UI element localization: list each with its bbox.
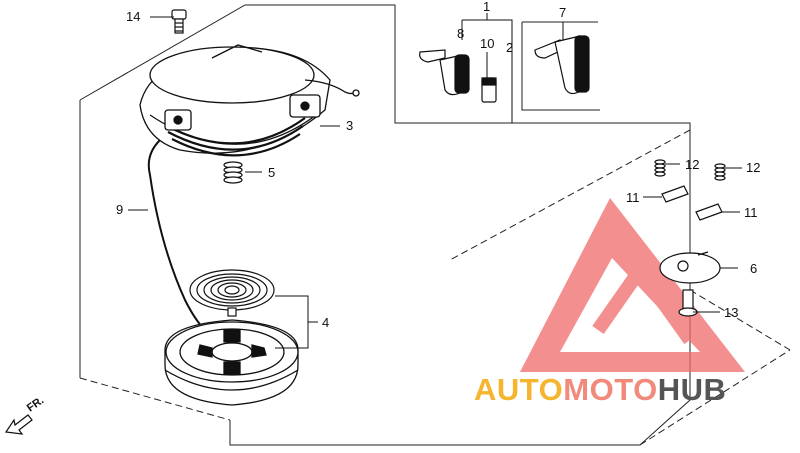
frame-outlines (79, 4, 791, 446)
ratchet-spring-left (654, 159, 666, 177)
outer-frame (79, 4, 691, 446)
callout-4: 4 (322, 315, 329, 330)
callout-3: 3 (346, 118, 353, 133)
starter-case (139, 44, 360, 157)
front-label: FR. (25, 394, 46, 414)
recoil-spring (189, 269, 275, 317)
friction-plate (659, 251, 721, 284)
callout-11-left: 11 (626, 190, 640, 205)
starter-grip-handle (534, 35, 590, 95)
watermark-moto: MOTO (563, 372, 657, 407)
watermark-auto: AUTO (474, 372, 563, 407)
callout-5: 5 (268, 165, 275, 180)
callout-6: 6 (750, 261, 757, 276)
callout-12-left: 12 (685, 157, 699, 172)
handle-box-outline (521, 22, 600, 111)
recoil-reel (164, 319, 299, 406)
spring (223, 161, 243, 184)
watermark-logo (520, 198, 745, 372)
starter-grip-set (419, 49, 470, 96)
frame-dashed-right (689, 289, 791, 351)
callout-1: 1 (483, 0, 490, 14)
watermark-hub: HUB (658, 372, 727, 407)
callout-14: 14 (126, 9, 140, 24)
callout-11-right: 11 (744, 205, 758, 220)
watermark-inner-stroke (592, 257, 696, 345)
starter-rope (147, 139, 206, 331)
callout-9: 9 (116, 202, 123, 217)
ratchet-spring-right (714, 163, 726, 181)
ratchet-left (661, 185, 689, 203)
frame-dashed-diagonal (449, 129, 691, 261)
callout-7: 7 (559, 5, 566, 20)
callout-8: 8 (457, 26, 464, 41)
callout-2: 2 (506, 40, 513, 55)
setting-bolt (678, 289, 698, 317)
front-direction-indicator: FR. (4, 394, 46, 435)
watermark-text: AUTOMOTOHUB (474, 372, 726, 407)
callout-12-right: 12 (746, 160, 760, 175)
flange-bolt (171, 9, 187, 34)
callout-labels: 14 3 5 9 4 1 8 10 2 7 12 12 11 11 6 13 (116, 0, 760, 330)
callout-13: 13 (724, 305, 738, 320)
callout-10: 10 (480, 36, 494, 51)
frame-dashed-left (79, 377, 231, 421)
front-arrow-icon (4, 414, 33, 435)
frame-dashed-bottom (639, 349, 791, 446)
leader-lines (128, 13, 742, 349)
ratchet-right (695, 203, 723, 221)
rope-insert (481, 77, 497, 103)
